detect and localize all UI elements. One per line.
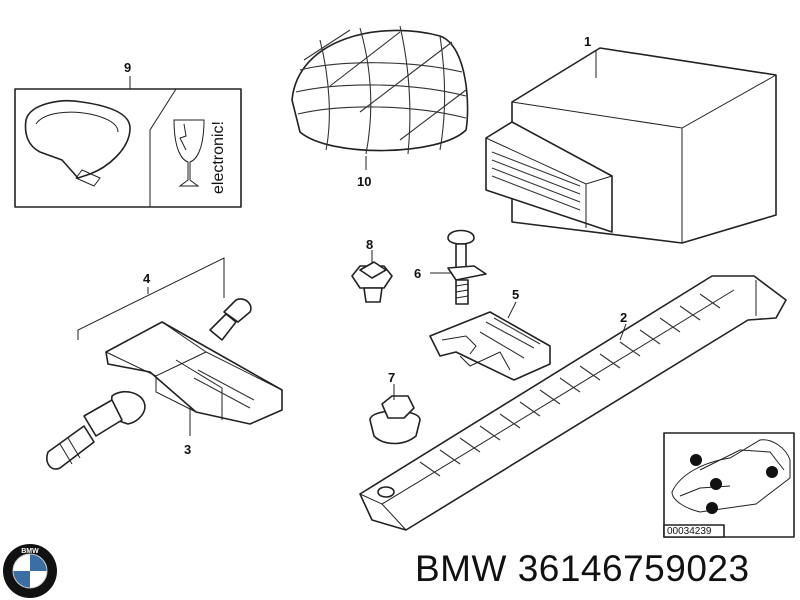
logo-text: BMW	[21, 548, 39, 555]
wheel-marker-front-right	[710, 478, 722, 490]
wheel-marker-front-left	[690, 454, 702, 466]
callout-8: 8	[366, 237, 373, 252]
callout-5: 5	[512, 287, 519, 302]
bolt-part-6: 6	[414, 229, 487, 305]
bracket-part-5: 5	[429, 287, 551, 381]
part-number-title: BMW 36146759023	[415, 548, 750, 589]
fragile-electronic-text: electronic!	[210, 121, 227, 194]
callout-4: 4	[143, 271, 151, 286]
callout-10: 10	[357, 174, 371, 189]
cover-part-10: 10	[291, 25, 469, 189]
callout-6: 6	[414, 266, 421, 281]
callout-3: 3	[184, 442, 191, 457]
callout-7: 7	[388, 370, 395, 385]
callout-2: 2	[620, 310, 627, 325]
callout-9: 9	[124, 60, 131, 75]
warning-label-part-9: electronic! 9	[14, 60, 242, 208]
wheel-marker-rear-left	[706, 502, 718, 514]
antenna-strip-part-2: 2	[359, 275, 787, 531]
callout-1: 1	[584, 34, 591, 49]
reference-code: 00034239	[667, 526, 712, 537]
vehicle-location-inset: 00034239	[663, 432, 795, 538]
wheel-marker-rear-right	[766, 466, 778, 478]
tire-sensor-part-4: 4 3	[46, 257, 283, 470]
flange-nut-part-7: 7	[369, 370, 421, 445]
control-unit-part-1: 1	[485, 34, 777, 244]
nut-part-8: 8	[351, 237, 393, 303]
bmw-logo: BMW	[3, 544, 57, 598]
